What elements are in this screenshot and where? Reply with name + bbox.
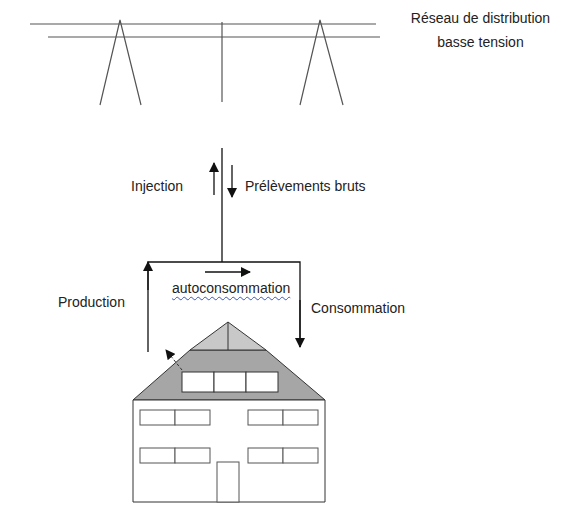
wire [48, 36, 380, 37]
house-body [133, 400, 325, 502]
panel-cell [246, 372, 278, 392]
solar-panel [182, 372, 278, 392]
text-label: Production [58, 290, 125, 314]
power-line [30, 20, 380, 105]
sun-arrow [166, 350, 182, 370]
window [140, 448, 175, 463]
text-label: autoconsommation [172, 276, 290, 300]
window [283, 448, 318, 463]
loop-line [148, 262, 300, 352]
roof-ridge [228, 322, 229, 350]
panel-cell [214, 372, 246, 392]
roof [133, 350, 325, 400]
pole [221, 22, 222, 102]
withdrawal-arrow [231, 165, 232, 197]
text-label: Consommation [311, 296, 405, 320]
consumption-arrow [299, 300, 300, 347]
roof-hip [190, 322, 266, 350]
text-label: Réseau de distribution basse tension [398, 6, 563, 54]
text-label: Prélèvements bruts [245, 174, 366, 198]
window [283, 410, 318, 425]
window [248, 410, 283, 425]
wire [30, 23, 376, 24]
pylon [300, 20, 343, 105]
pylon [100, 20, 141, 105]
window [175, 448, 210, 463]
production-arrow [147, 262, 148, 290]
door [217, 462, 239, 502]
house [133, 322, 325, 502]
feed-line [221, 148, 222, 262]
injection-arrow [213, 163, 214, 195]
window [175, 410, 210, 425]
text-label: Injection [131, 174, 183, 198]
window [248, 448, 283, 463]
windows [140, 410, 318, 502]
self-consumption-arrow [205, 271, 250, 272]
panel-cell [182, 372, 214, 392]
window [140, 410, 175, 425]
